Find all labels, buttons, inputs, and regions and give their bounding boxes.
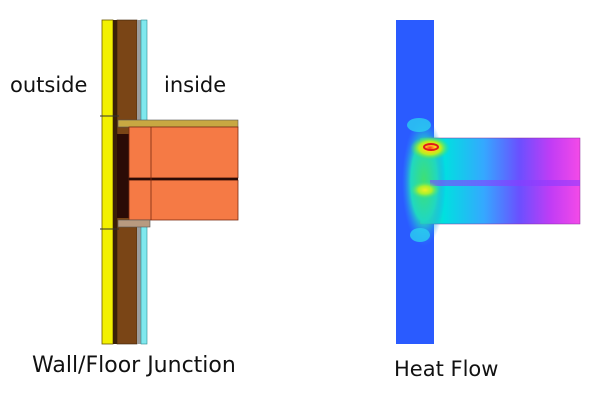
cool-spot-lower xyxy=(410,228,430,242)
hotspot-top xyxy=(410,136,450,160)
floor-bottom-strip xyxy=(117,219,151,228)
inside-label: inside xyxy=(164,73,227,97)
outside-label: outside xyxy=(10,73,88,97)
hotspot-top-core xyxy=(423,143,439,151)
floor-insulation-block xyxy=(117,134,129,218)
heat-flow-plot xyxy=(396,20,581,344)
render-layer xyxy=(101,19,114,345)
hotspot-bottom xyxy=(410,181,440,199)
cavity-layer xyxy=(113,20,117,344)
floor-joist-lower xyxy=(128,179,239,221)
cool-spot-upper xyxy=(407,118,431,132)
floor-joist-upper xyxy=(128,126,239,179)
floor-mid-line xyxy=(430,180,580,186)
heat-flow-caption: Heat Flow xyxy=(394,357,499,381)
floor-top-strip xyxy=(117,119,239,128)
junction-section xyxy=(100,19,239,345)
junction-caption: Wall/Floor Junction xyxy=(32,353,236,378)
